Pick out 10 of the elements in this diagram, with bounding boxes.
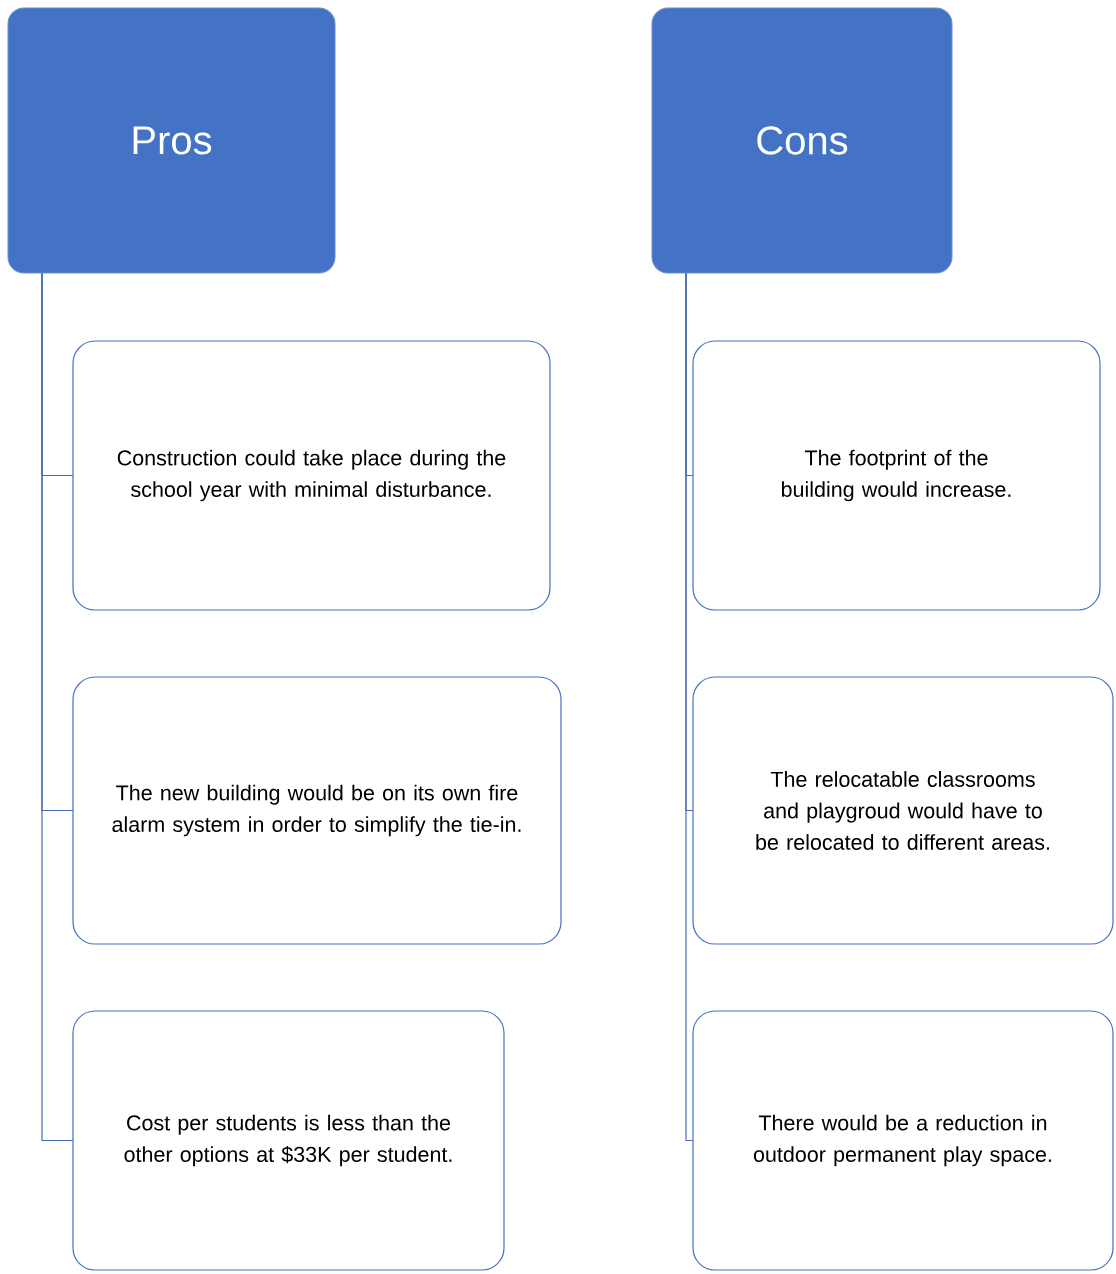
text-box: The new building would be on its own fire alarm system in order to simplify the tie-in.	[72, 676, 562, 945]
connector-line	[685, 272, 694, 1142]
header-box: Pros	[7, 7, 336, 274]
connector-line	[41, 272, 74, 1142]
header-box: Cons	[651, 7, 953, 274]
text-box: Construction could take place during the school year with minimal disturbance.	[72, 340, 551, 611]
text-box: The footprint of the building would increase.	[692, 340, 1101, 611]
text-box: Cost per students is less than the other options at $33K per student.	[72, 1010, 505, 1271]
text-box: The relocatable classrooms and playgroud would have to be relocated to different areas.	[692, 676, 1114, 945]
text-box: There would be a reduction in outdoor permanent play space.	[692, 1010, 1114, 1271]
